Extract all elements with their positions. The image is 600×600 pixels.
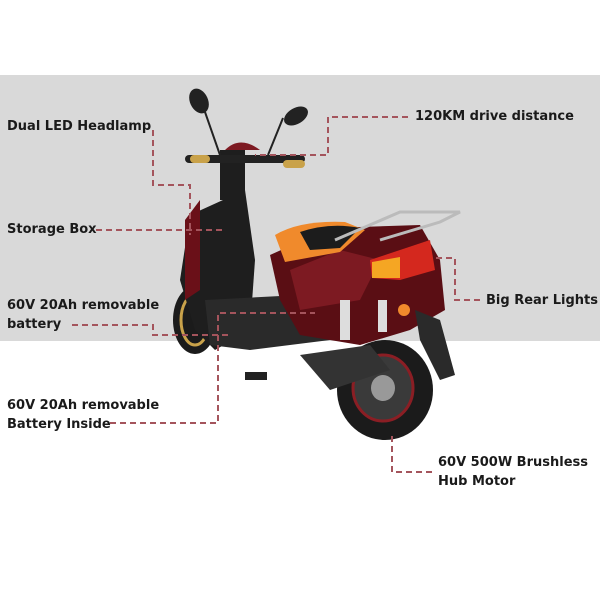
label-drive-distance: 120KM drive distance [415,109,574,124]
label-hub-motor-line2: Hub Motor [438,474,516,489]
callout-rear-lights [432,257,480,301]
label-hub-motor-line1: 60V 500W Brushless [438,455,588,470]
callout-hub-motor [391,432,432,473]
label-battery-inside-line2: Battery Inside [7,417,111,432]
label-battery-inside-line1: 60V 20Ah removable [7,398,160,413]
label-storage-box: Storage Box [7,222,97,237]
label-dual-led-headlamp: Dual LED Headlamp [7,119,152,134]
callout-battery [72,324,230,336]
label-battery-line2: battery [7,317,62,332]
label-battery: 60V 20Ah removable battery [7,296,159,334]
callout-battery-inside [110,312,315,424]
right-mirror [284,106,308,126]
callout-lines [72,116,480,473]
callout-headlamp [152,130,191,235]
handlebar [185,155,305,163]
label-rear-lights: Big Rear Lights [486,293,598,308]
label-battery-line1: 60V 20Ah removable [7,298,160,313]
callout-drive-distance [255,116,408,156]
label-hub-motor: 60V 500W Brushless Hub Motor [438,453,588,491]
label-battery-inside: 60V 20Ah removable Battery Inside [7,396,159,434]
left-mirror [189,88,209,114]
rear-rack [334,210,461,242]
